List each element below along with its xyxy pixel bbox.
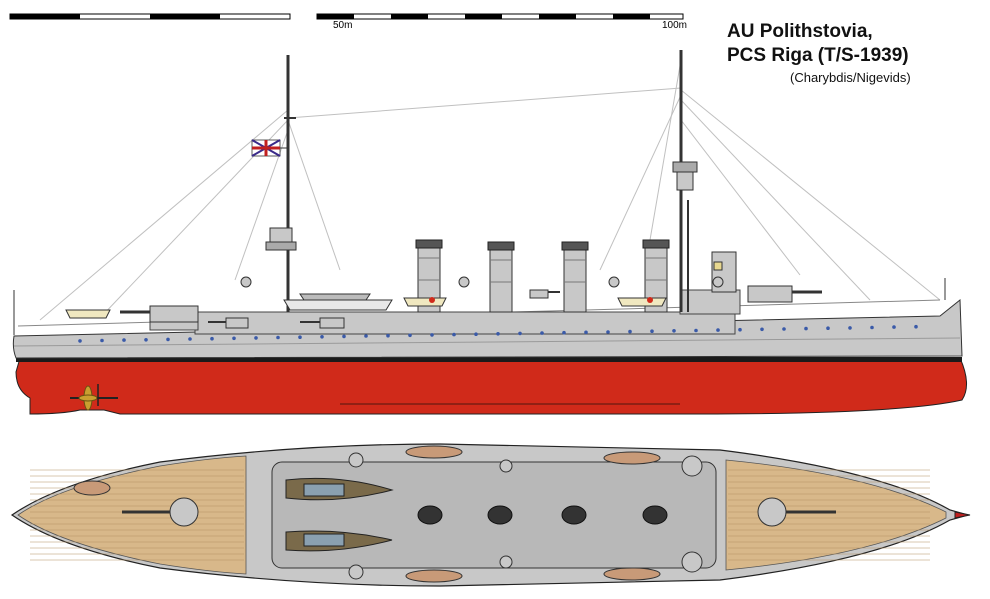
propeller [70, 384, 118, 411]
plan-funnels [417, 505, 668, 525]
porthole [584, 330, 588, 335]
porthole [694, 328, 698, 333]
plan-turret-aft [757, 497, 836, 527]
porthole [496, 332, 500, 336]
funnel-1 [415, 239, 443, 313]
plan-stern-flag [954, 511, 971, 519]
plan-lifeboats [73, 445, 661, 583]
porthole [914, 324, 918, 329]
searchlights [240, 276, 724, 288]
scale-label-100m: 100m [662, 20, 688, 31]
porthole [78, 339, 82, 343]
plan-boats [285, 477, 394, 552]
porthole [804, 326, 808, 331]
scale-label-50m: 50m [333, 20, 353, 31]
porthole [210, 336, 214, 341]
porthole [716, 328, 720, 332]
funnels [415, 239, 670, 313]
porthole [892, 325, 896, 329]
plan-deck-fore [17, 455, 247, 575]
plan-deck-aft [725, 459, 947, 571]
porthole [144, 338, 148, 342]
portholes [78, 324, 918, 343]
funnel-3 [561, 241, 589, 313]
scale-bar-left [9, 13, 291, 20]
boats-side [65, 293, 667, 319]
porthole [386, 333, 390, 338]
ship-title-line1: AU Polithstovia, [727, 21, 873, 42]
waterline [16, 357, 962, 362]
porthole [518, 331, 522, 336]
porthole [298, 335, 302, 340]
ship-title-line2: PCS Riga (T/S-1939) [727, 45, 909, 66]
porthole [430, 333, 434, 337]
porthole [342, 334, 346, 339]
ship-subtitle: (Charybdis/Nigevids) [790, 70, 911, 85]
porthole [100, 338, 104, 343]
union-flag-icon [251, 139, 288, 157]
mainmast [672, 50, 698, 312]
gun-turret-aft [747, 285, 822, 303]
scale-bar-right [316, 13, 684, 20]
porthole [474, 332, 478, 337]
porthole [254, 336, 258, 340]
porthole [452, 332, 456, 337]
porthole [562, 330, 566, 335]
porthole [364, 334, 368, 338]
plan-turret-fore [122, 497, 199, 527]
porthole [166, 337, 170, 342]
porthole [232, 336, 236, 341]
porthole [540, 331, 544, 335]
porthole [408, 333, 412, 338]
porthole [760, 327, 764, 332]
porthole [672, 329, 676, 333]
secondary-guns [208, 289, 560, 329]
porthole [826, 326, 830, 331]
funnel-2 [487, 241, 515, 313]
plan-secondary-guns [348, 452, 703, 580]
porthole [650, 329, 654, 334]
porthole [606, 330, 610, 334]
porthole [276, 335, 280, 340]
hull-antifouling [15, 357, 967, 415]
porthole [628, 329, 632, 334]
ship-title: AU Polithstovia, PCS Riga (T/S-1939) [727, 20, 909, 68]
gun-turret-fore [120, 305, 199, 323]
foremast [265, 55, 297, 312]
porthole [870, 325, 874, 330]
porthole [188, 337, 192, 341]
porthole [848, 326, 852, 330]
funnel-4 [642, 239, 670, 313]
porthole [320, 335, 324, 339]
porthole [122, 338, 126, 342]
porthole [738, 327, 742, 332]
porthole [782, 327, 786, 331]
